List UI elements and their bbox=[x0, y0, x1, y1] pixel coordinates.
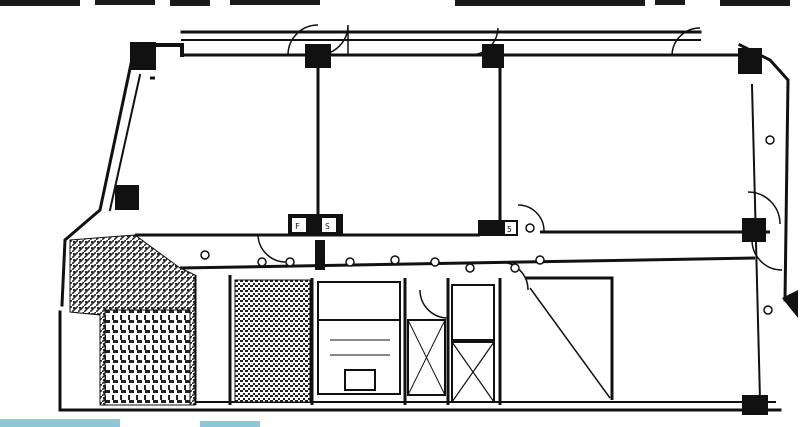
riser-label-a: F bbox=[295, 222, 300, 231]
room-diagonal bbox=[529, 287, 611, 399]
office-partitions bbox=[135, 55, 770, 237]
cropped-header-strip bbox=[0, 0, 790, 6]
stray-marks bbox=[0, 419, 260, 427]
door-swings bbox=[167, 24, 783, 319]
riser-boxes: F S 5 bbox=[288, 214, 518, 270]
core-hatched bbox=[69, 234, 311, 406]
riser-label-b: S bbox=[325, 222, 330, 231]
columns bbox=[115, 42, 768, 415]
riser-label-c: 5 bbox=[507, 225, 512, 234]
entry-arrow-icon bbox=[782, 290, 798, 318]
restroom-block bbox=[317, 281, 446, 396]
elevator-shafts bbox=[451, 284, 495, 403]
fixtures bbox=[200, 135, 775, 315]
